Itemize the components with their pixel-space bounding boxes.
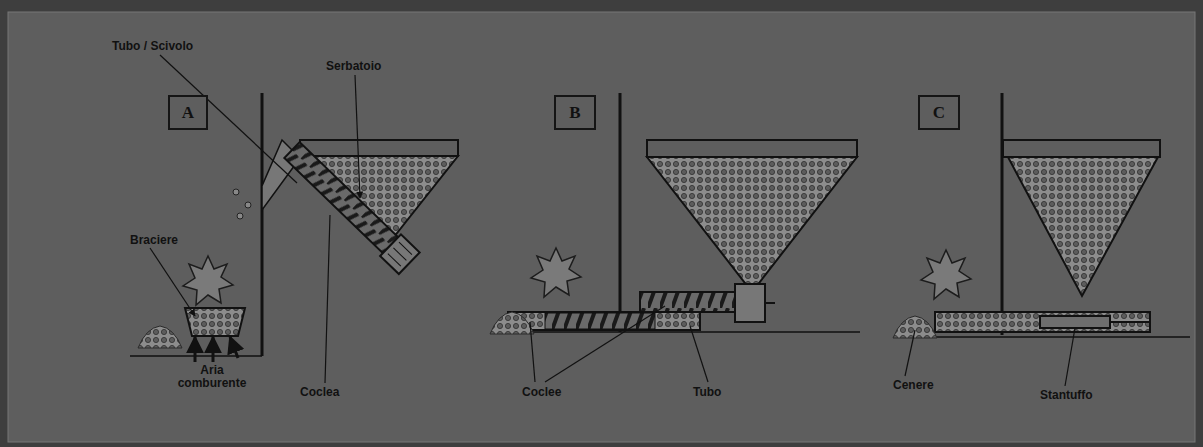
part-label: Cenere — [893, 379, 953, 392]
part-label: Tubo — [693, 386, 743, 399]
part-label: Stantuffo — [1040, 389, 1120, 402]
system-c — [893, 93, 1190, 386]
system-letter: B — [569, 103, 580, 123]
system-letter: C — [933, 103, 945, 123]
part-label: Aria comburente — [172, 364, 252, 390]
part-label: Coclee — [522, 386, 582, 399]
panel — [8, 12, 1195, 442]
part-label: Coclea — [300, 386, 360, 399]
letter-box: A — [168, 95, 208, 130]
part-label: Serbatoio — [326, 60, 406, 73]
system-letter: A — [182, 103, 194, 123]
system-b — [490, 93, 860, 382]
letter-box: C — [918, 95, 960, 130]
part-label: Braciere — [130, 234, 200, 247]
letter-box: B — [554, 95, 596, 130]
part-label: Tubo / Scivolo — [112, 40, 222, 53]
system-a — [130, 55, 458, 383]
